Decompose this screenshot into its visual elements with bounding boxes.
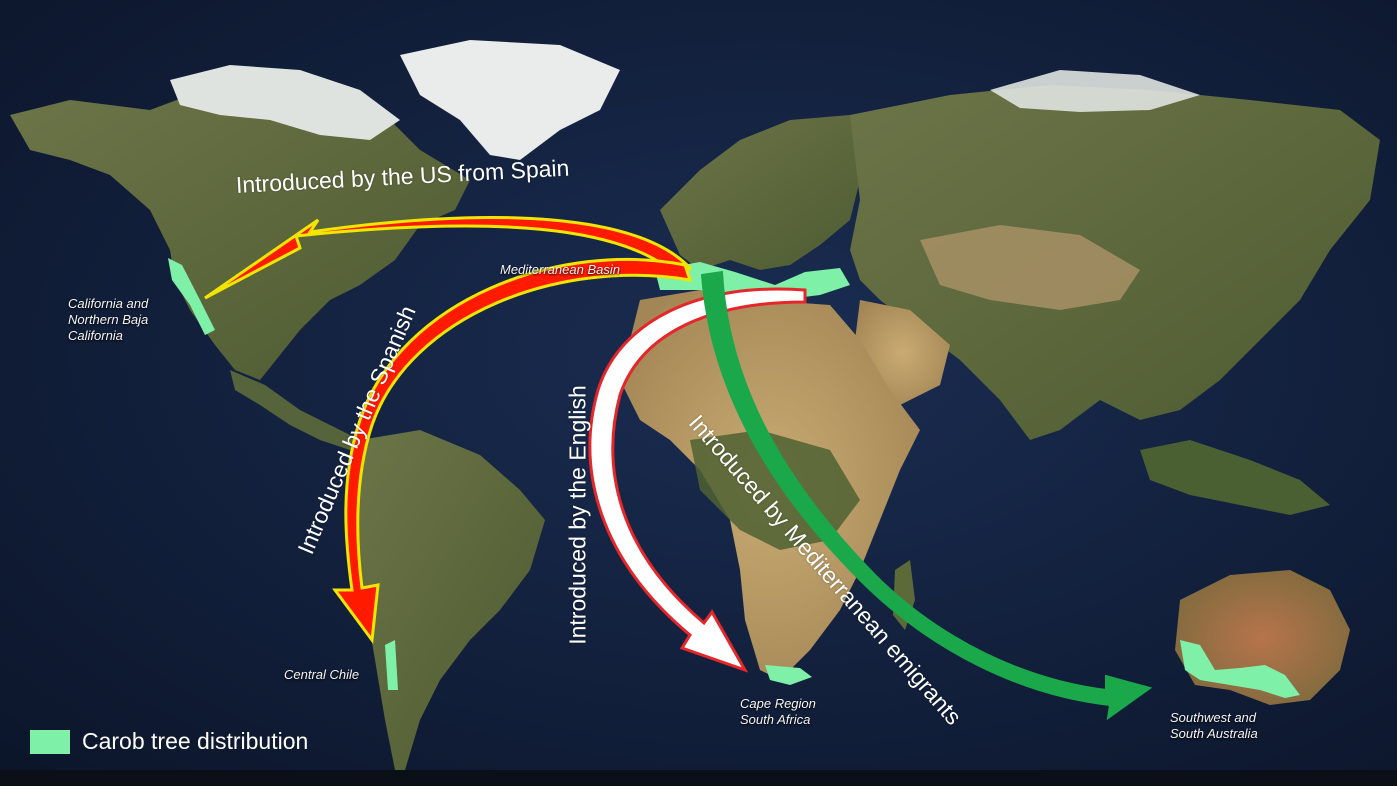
- europe: [660, 115, 880, 270]
- region-label-origin: Mediterranean Basin: [500, 262, 620, 277]
- south-america: [350, 430, 545, 770]
- siberia-ice: [990, 70, 1200, 112]
- greenland: [400, 40, 620, 160]
- legend-swatch: [30, 729, 70, 754]
- region-label-australia: Southwest and South Australia: [1170, 710, 1258, 742]
- legend-label: Carob tree distribution: [82, 728, 309, 754]
- map-legend: Carob tree distribution: [30, 728, 308, 755]
- distribution-cape: [765, 665, 812, 685]
- route-label-english: Introduced by the English: [564, 385, 591, 645]
- route-arrow-english: [588, 287, 807, 673]
- north-america: [10, 95, 470, 380]
- region-label-chile: Central Chile: [284, 667, 360, 682]
- southeast-asia: [1140, 440, 1330, 515]
- region-label-australia-line-1: Southwest and: [1170, 710, 1257, 725]
- central-america: [230, 370, 360, 450]
- region-label-california: California and Northern Baja California: [68, 296, 148, 344]
- distribution-australia: [1180, 640, 1300, 698]
- distribution-california: [168, 258, 215, 335]
- region-label-california-line-2: Northern Baja: [68, 312, 149, 327]
- region-label-cape-line-1: Cape Region: [740, 696, 816, 711]
- region-label-cape: Cape Region South Africa: [740, 696, 816, 728]
- bottom-band: [0, 770, 1397, 786]
- route-arrow-spanish: [332, 257, 693, 644]
- region-label-australia-line-2: South Australia: [1170, 726, 1258, 741]
- route-arrow-mediterranean: [700, 270, 1153, 721]
- central-asia-desert: [920, 225, 1140, 310]
- region-label-cape-line-2: South Africa: [740, 712, 811, 727]
- region-label-california-line-1: California and: [68, 296, 149, 311]
- route-arrow-us: [204, 216, 693, 300]
- distribution-chile: [385, 640, 398, 690]
- region-label-california-line-3: California: [68, 328, 123, 343]
- arctic-islands: [170, 65, 400, 140]
